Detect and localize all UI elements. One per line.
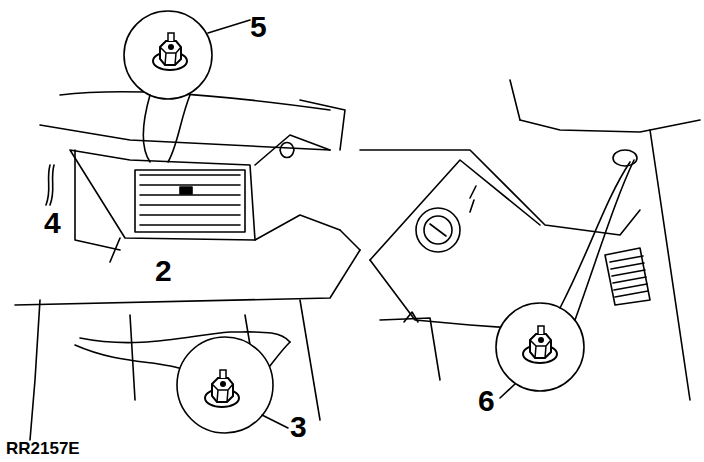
callout-number: 5 <box>250 12 267 42</box>
callout-number: 3 <box>290 412 307 442</box>
label-holder: 3 <box>290 412 307 442</box>
label-holder: 4 <box>44 208 61 238</box>
label-holder: RR2157E <box>6 440 80 457</box>
label-holder: 2 <box>155 256 172 286</box>
callout-number: 4 <box>44 208 61 238</box>
label-holder: 5 <box>250 12 267 42</box>
figure-code: RR2157E <box>6 440 80 457</box>
callout-number: 2 <box>155 256 172 286</box>
callout-number: 6 <box>478 386 495 416</box>
label-holder: 6 <box>478 386 495 416</box>
